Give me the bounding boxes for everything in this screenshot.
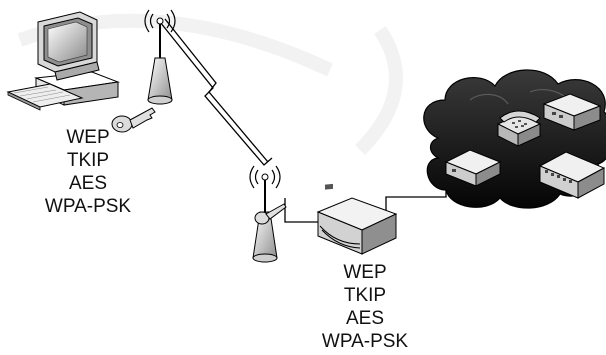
client-security-labels: WEP TKIP AES WPA-PSK xyxy=(28,126,148,218)
label-tkip: TKIP xyxy=(305,284,425,307)
label-aes: AES xyxy=(28,172,148,195)
label-wpa-psk: WPA-PSK xyxy=(305,330,425,353)
antenna-router-link xyxy=(285,198,318,222)
label-wep: WEP xyxy=(305,261,425,284)
label-wep: WEP xyxy=(28,126,148,149)
label-wpa-psk: WPA-PSK xyxy=(28,195,148,218)
gateway-security-labels: WEP TKIP AES WPA-PSK xyxy=(305,261,425,353)
label-aes: AES xyxy=(305,307,425,330)
router-icon xyxy=(318,184,396,254)
label-tkip: TKIP xyxy=(28,149,148,172)
